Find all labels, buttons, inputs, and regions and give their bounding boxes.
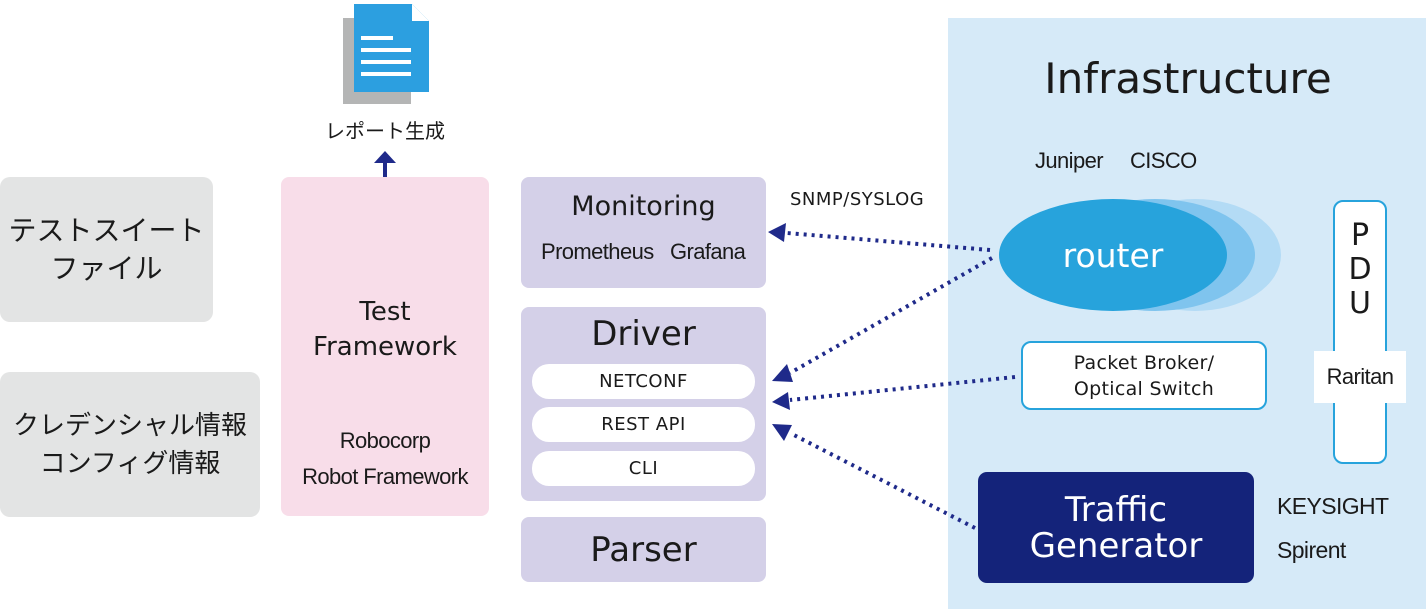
- test-suite-file-box: テストスイート ファイル: [0, 177, 213, 322]
- packet-broker-line1: Packet Broker/: [1073, 351, 1215, 374]
- packet-broker-box: Packet Broker/ Optical Switch: [1021, 341, 1267, 410]
- traffic-generator-line2: Generator: [1029, 525, 1203, 566]
- monitoring-box: [521, 177, 766, 288]
- router-icon: [999, 199, 1281, 311]
- report-up-arrow: [374, 151, 396, 178]
- pdu-letter-p: P: [1350, 217, 1370, 253]
- test-suite-line1: テストスイート: [8, 213, 205, 247]
- monitoring-arrowhead: [768, 223, 786, 242]
- framework-tool-robot-framework: Robot Framework: [302, 464, 468, 489]
- test-framework-title: Test Framework: [281, 294, 489, 366]
- pdu-letter-d: D: [1348, 251, 1372, 287]
- pdu-letter-u: U: [1349, 285, 1371, 321]
- framework-tool-robocorp: Robocorp: [339, 428, 431, 453]
- driver-arrowhead-router: [772, 364, 793, 382]
- driver-rest-api: REST API: [532, 407, 755, 442]
- report-generation-label: レポート生成: [325, 118, 445, 143]
- document-icon: [343, 4, 429, 104]
- framework-title-line2: Framework: [313, 332, 457, 362]
- driver-netconf: NETCONF: [532, 364, 755, 399]
- driver-title: Driver: [591, 314, 696, 354]
- driver-arrowhead-traffic: [772, 424, 792, 441]
- vendor-keysight: KEYSIGHT: [1277, 493, 1389, 519]
- driver-arrowhead-broker: [772, 392, 790, 410]
- pdu-box: [1333, 200, 1387, 464]
- pdu-vendor-raritan: Raritan: [1314, 351, 1406, 403]
- router-to-monitoring-line: [786, 231, 991, 252]
- parser-box: Parser: [521, 517, 766, 582]
- broker-to-driver-line: [789, 375, 1016, 402]
- vendor-cisco: CISCO: [1130, 148, 1197, 173]
- framework-title-line1: Test: [359, 297, 411, 327]
- connection-arrows: [768, 223, 1016, 530]
- traffic-to-driver-line: [789, 431, 976, 530]
- traffic-generator-line1: Traffic: [1064, 489, 1168, 530]
- monitoring-title: Monitoring: [571, 190, 716, 222]
- vendor-juniper: Juniper: [1035, 148, 1104, 173]
- router-to-driver-line: [789, 256, 993, 375]
- optical-switch-line2: Optical Switch: [1073, 377, 1215, 400]
- traffic-generator-box: Traffic Generator: [978, 472, 1254, 583]
- credential-line1: クレデンシャル情報: [12, 410, 247, 441]
- snmp-syslog-label: SNMP/SYSLOG: [790, 189, 925, 210]
- monitoring-tool-prometheus: Prometheus: [541, 239, 654, 264]
- credential-config-box: クレデンシャル情報 コンフィグ情報: [0, 372, 260, 517]
- test-suite-line2: ファイル: [50, 251, 163, 285]
- driver-cli: CLI: [532, 451, 755, 486]
- monitoring-tool-grafana: Grafana: [670, 239, 746, 264]
- parser-title: Parser: [590, 529, 697, 570]
- test-framework-box: [281, 177, 489, 516]
- vendor-spirent: Spirent: [1277, 537, 1346, 563]
- config-line2: コンフィグ情報: [39, 448, 221, 479]
- router-label: router: [1062, 235, 1164, 275]
- infrastructure-title: Infrastructure: [1044, 53, 1332, 103]
